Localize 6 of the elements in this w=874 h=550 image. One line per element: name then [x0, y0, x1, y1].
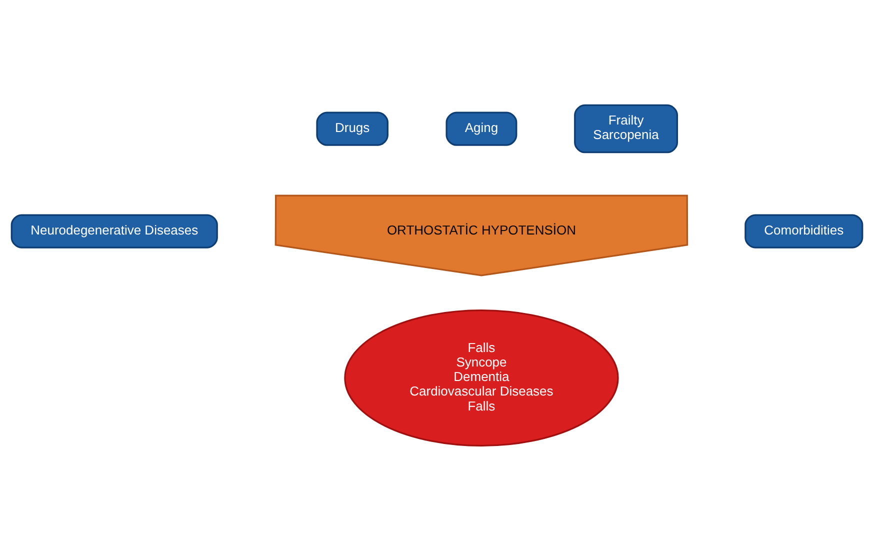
node-box: Neurodegenerative Diseases — [10, 214, 218, 248]
node-box: Aging — [446, 111, 518, 146]
node-box: Drugs — [316, 111, 388, 146]
node-box: Comorbidities — [744, 214, 864, 248]
node-ellipse: Falls Syncope Dementia Cardiovascular Diseases Falls — [344, 308, 619, 446]
node-box: Frailty Sarcopenia — [574, 104, 678, 153]
